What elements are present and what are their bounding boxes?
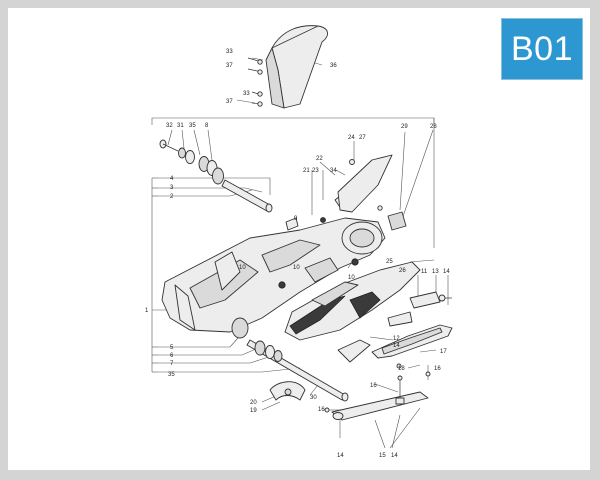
chain-guard-upper xyxy=(337,154,407,231)
callout-34: 34 xyxy=(330,168,337,174)
callout-16: 16 xyxy=(318,407,325,413)
callout-1: 1 xyxy=(145,308,149,314)
callout-32: 32 xyxy=(166,123,173,129)
callout-10: 10 xyxy=(239,265,246,271)
callout-21: 21 xyxy=(303,168,310,174)
callout-25: 25 xyxy=(386,259,393,265)
callout-31: 31 xyxy=(177,123,184,129)
callout-7: 7 xyxy=(170,361,174,367)
chain-guard-lower xyxy=(284,261,421,341)
section-code: B01 xyxy=(511,29,573,68)
pivot-shaft-lower xyxy=(246,339,349,402)
callout-33: 33 xyxy=(226,49,233,55)
callout-19: 19 xyxy=(250,408,257,414)
callout-23: 23 xyxy=(312,168,319,174)
callout-14: 14 xyxy=(443,269,450,275)
callout-14: 14 xyxy=(337,453,344,459)
callout-12: 12 xyxy=(393,336,400,342)
callout-13: 13 xyxy=(432,269,439,275)
callout-2: 2 xyxy=(170,194,174,200)
fender-screws xyxy=(247,57,263,107)
callout-37: 37 xyxy=(226,63,233,69)
callout-35: 35 xyxy=(189,123,196,129)
callout-26: 26 xyxy=(399,268,406,274)
section-badge: B01 xyxy=(501,18,583,80)
callout-20: 20 xyxy=(250,400,257,406)
callout-10: 10 xyxy=(293,265,300,271)
callout-29: 29 xyxy=(401,124,408,130)
callout-30: 30 xyxy=(310,395,317,401)
callout-14: 14 xyxy=(391,453,398,459)
callout-5: 5 xyxy=(170,345,174,351)
small-hardware xyxy=(285,217,402,413)
callout-27: 27 xyxy=(359,135,366,141)
lower-bracket-rod xyxy=(331,371,431,421)
callout-35: 35 xyxy=(168,372,175,378)
callout-9: 9 xyxy=(294,216,298,222)
callout-18: 18 xyxy=(398,366,405,372)
callout-16: 16 xyxy=(370,383,377,389)
callout-3: 3 xyxy=(170,185,174,191)
callout-16: 16 xyxy=(434,366,441,372)
callout-15: 15 xyxy=(379,453,386,459)
callout-22: 22 xyxy=(316,156,323,162)
callout-14: 14 xyxy=(393,343,400,349)
chain-slider xyxy=(337,324,453,363)
callout-37: 37 xyxy=(226,99,233,105)
callout-8: 8 xyxy=(205,123,209,129)
callout-4: 4 xyxy=(170,176,174,182)
callout-6: 6 xyxy=(170,353,174,359)
callout-24: 24 xyxy=(348,135,355,141)
bracket-plate xyxy=(269,381,306,401)
callout-28: 28 xyxy=(430,124,437,130)
callout-numbers: 33 37 36 33 37 32 31 35 8 4 3 2 24 27 29… xyxy=(145,49,450,459)
pivot-shaft-upper xyxy=(159,139,273,213)
callout-17: 17 xyxy=(440,349,447,355)
callout-36: 36 xyxy=(330,63,337,69)
chain-adjuster xyxy=(387,291,452,327)
rear-hugger-fender xyxy=(265,25,328,109)
callout-11: 11 xyxy=(421,269,428,275)
callout-33: 33 xyxy=(243,91,250,97)
callout-10: 10 xyxy=(348,275,355,281)
reference-lines xyxy=(151,57,449,449)
